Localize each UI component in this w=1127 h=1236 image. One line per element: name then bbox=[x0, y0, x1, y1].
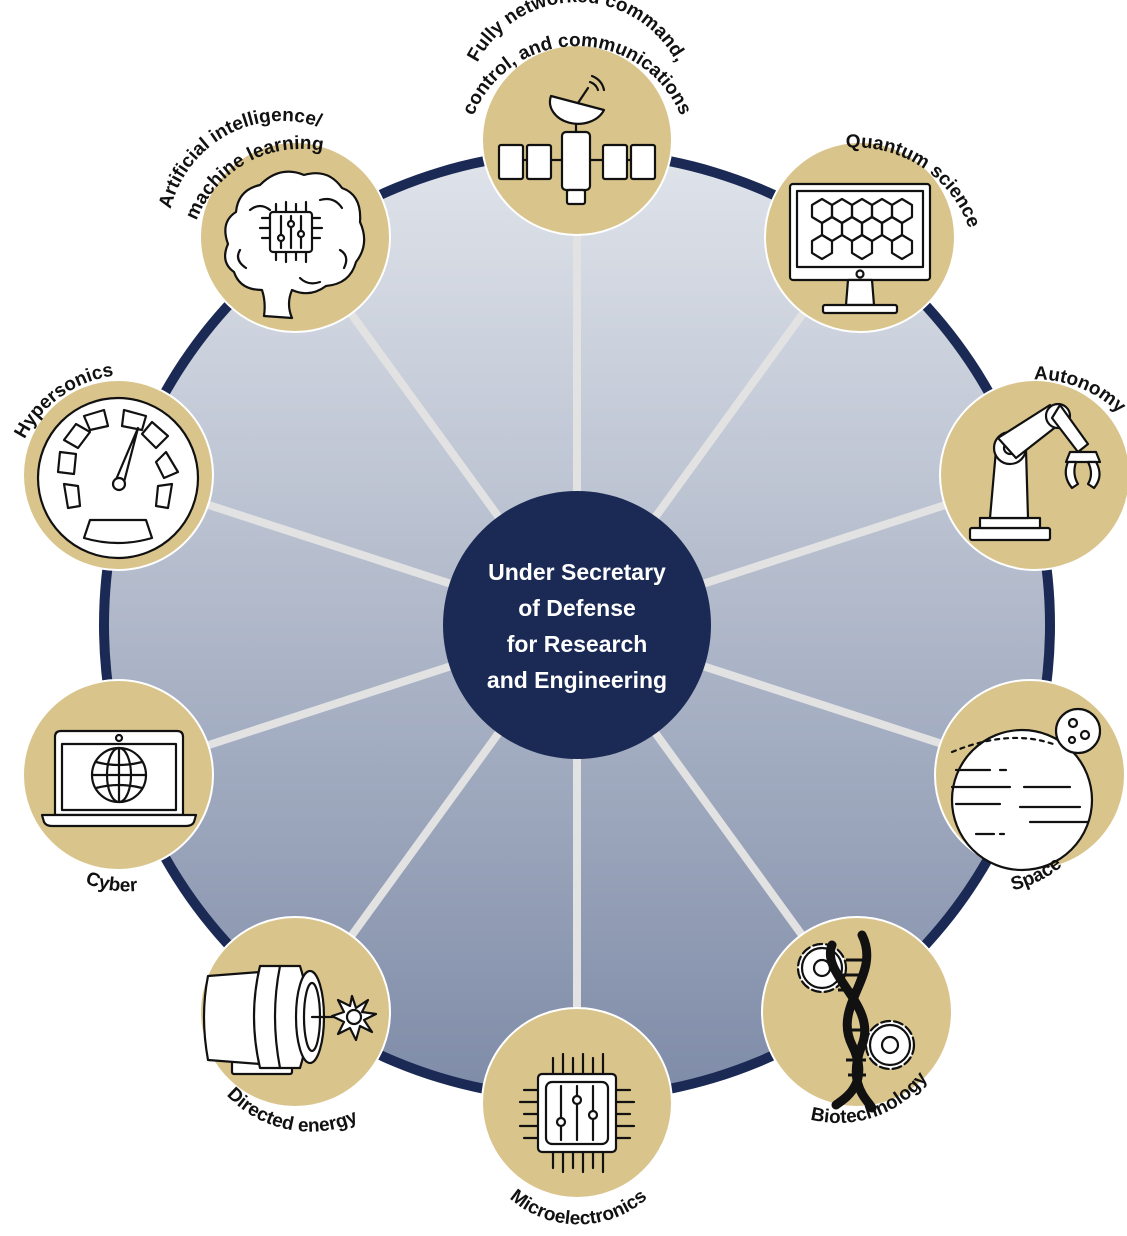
satellite-icon bbox=[497, 74, 657, 206]
laser-cannon-icon bbox=[202, 964, 378, 1076]
hub-line-2: of Defense bbox=[518, 595, 636, 621]
hub-circle bbox=[443, 491, 711, 759]
hub-line-3: for Research bbox=[507, 631, 648, 657]
hub-line-4: and Engineering bbox=[487, 667, 667, 693]
robot-arm-icon bbox=[968, 402, 1102, 542]
microchip-icon bbox=[518, 1052, 636, 1174]
quantum-monitor-icon bbox=[788, 182, 932, 315]
brain-chip-icon bbox=[223, 170, 366, 320]
laptop-globe-icon bbox=[40, 729, 198, 828]
hub-line-1: Under Secretary bbox=[488, 559, 666, 585]
speedometer-icon bbox=[36, 396, 200, 560]
planet-moon-icon bbox=[950, 707, 1102, 872]
label-cyber: Cyber bbox=[83, 868, 138, 896]
dna-gears-icon bbox=[796, 930, 916, 1113]
